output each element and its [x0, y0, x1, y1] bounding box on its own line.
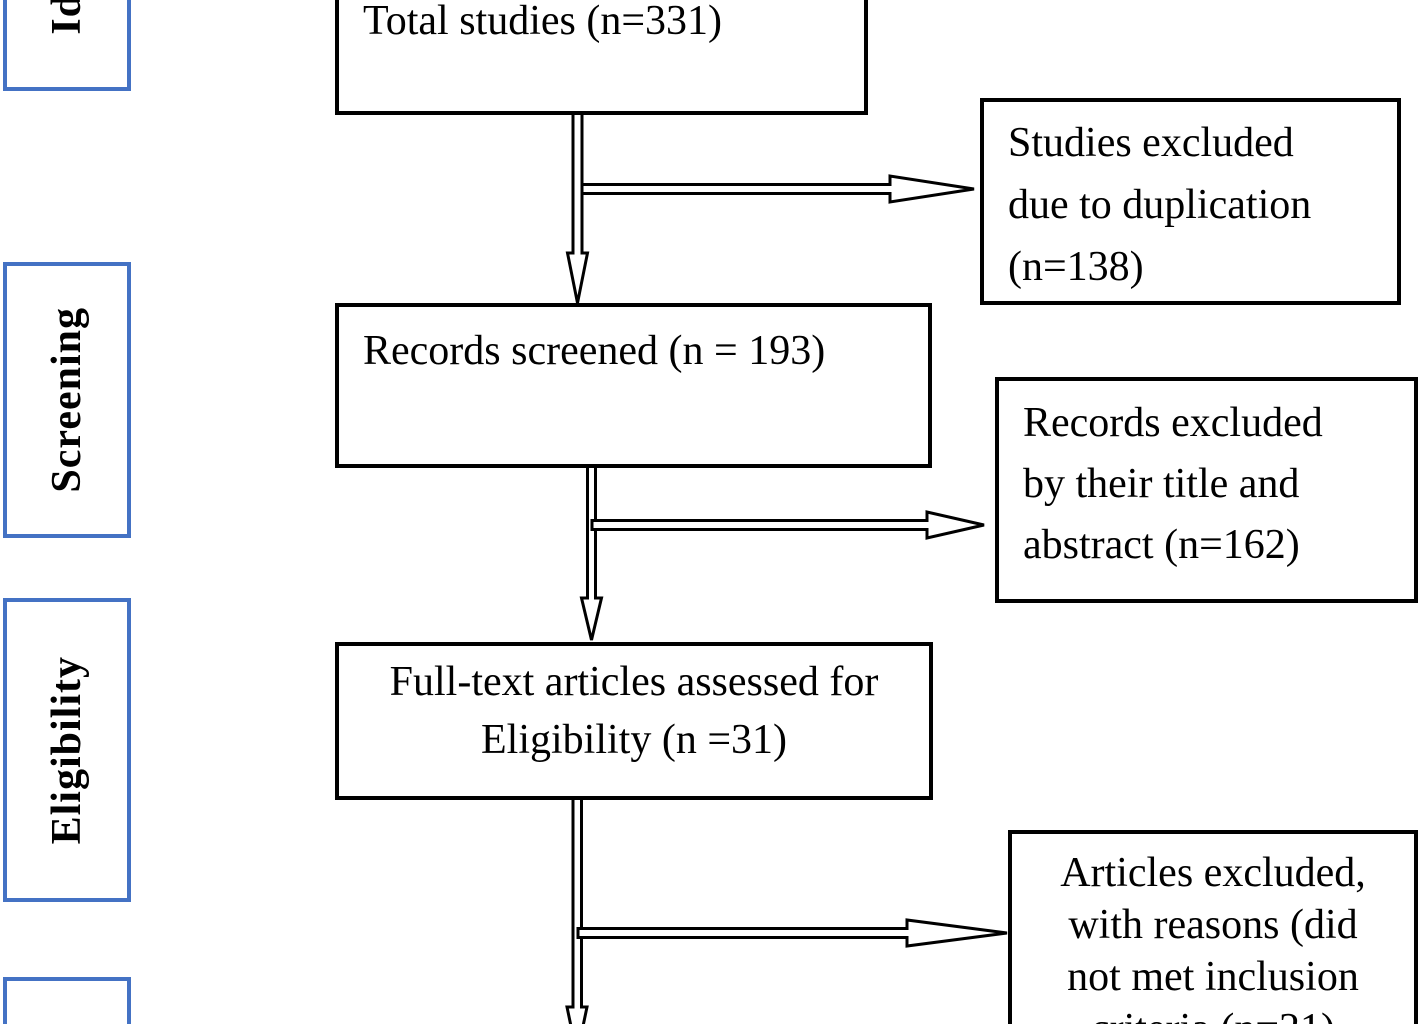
stage-box-included	[3, 977, 131, 1024]
arrow-right-to-duplication-excluded	[580, 174, 975, 204]
stage-label-screening: Screening	[44, 307, 90, 493]
excluded-reasons-line4: criteria (n=21)	[1012, 1003, 1414, 1024]
stage-box-identification: Identification	[3, 0, 131, 91]
arrow-down-identification-to-screening	[565, 110, 590, 304]
excluded-reasons-line3: not met inclusion	[1067, 954, 1359, 1000]
excluded-title-abstract-line2: by their title and	[1023, 461, 1300, 507]
excluded-duplication-line3: (n=138)	[1008, 244, 1144, 290]
box-total-studies-text: Total studies (n=331)	[363, 0, 723, 44]
box-excluded-reasons: Articles excluded, with reasons (did not…	[1008, 830, 1418, 1024]
arrow-down-eligibility-to-included	[565, 795, 589, 1024]
box-fulltext-assessed: Full-text articles assessed for Eligibil…	[335, 642, 933, 800]
box-records-screened: Records screened (n = 193)	[335, 303, 932, 468]
excluded-duplication-line1: Studies excluded	[1008, 120, 1294, 166]
excluded-title-abstract-line3: abstract (n=162)	[1023, 522, 1300, 568]
arrow-right-to-reasons-excluded	[576, 918, 1008, 948]
box-fulltext-line1: Full-text articles assessed for	[389, 659, 879, 705]
excluded-duplication-line2: due to duplication	[1008, 182, 1312, 228]
stage-box-eligibility: Eligibility	[3, 598, 131, 902]
stage-label-identification: Identification	[43, 0, 91, 35]
arrow-right-to-title-abstract-excluded	[590, 510, 985, 540]
box-excluded-duplication: Studies excluded due to duplication (n=1…	[980, 98, 1401, 305]
box-excluded-title-abstract: Records excluded by their title and abst…	[995, 377, 1418, 603]
excluded-reasons-line2: with reasons (did	[1068, 902, 1358, 948]
box-total-studies: Total studies (n=331)	[335, 0, 868, 115]
excluded-reasons-line1: Articles excluded,	[1060, 850, 1366, 896]
excluded-title-abstract-line1: Records excluded	[1023, 400, 1323, 446]
stage-box-screening: Screening	[3, 262, 131, 538]
box-fulltext-line2: Eligibility (n =31)	[481, 717, 787, 763]
box-records-screened-text: Records screened (n = 193)	[363, 328, 826, 374]
arrow-down-screening-to-eligibility	[579, 463, 604, 641]
stage-label-eligibility: Eligibility	[44, 655, 90, 845]
